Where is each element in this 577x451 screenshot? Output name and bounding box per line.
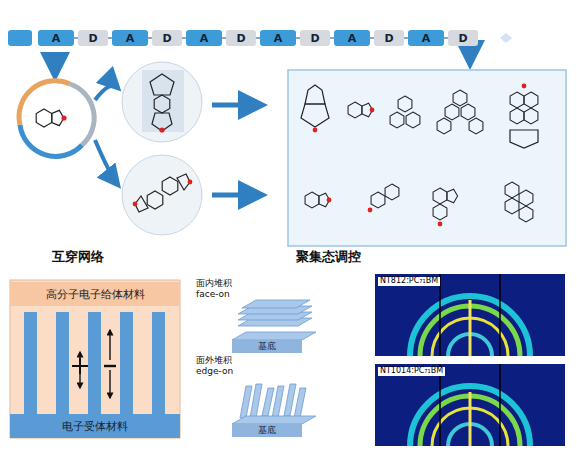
node-text: 高分子电子给体材料: [46, 289, 145, 300]
donor-unit: D: [448, 30, 478, 46]
node-text: D: [162, 33, 171, 44]
sample-label: NT1014:PC₇₁BM: [378, 367, 445, 376]
node-text: D: [384, 33, 393, 44]
face-on-stack: [232, 300, 316, 340]
sample-label: NT812:PC₇₁BM: [378, 277, 440, 286]
donor-unit: D: [152, 30, 182, 46]
core-ring: [19, 81, 94, 157]
node-text: A: [422, 33, 431, 44]
substrate: 基底: [232, 340, 302, 353]
node-text: D: [458, 33, 467, 44]
acceptor-unit: A: [112, 30, 148, 46]
node-text: 电子受体材料: [62, 421, 128, 432]
donor-unit: D: [300, 30, 330, 46]
acceptor-unit: A: [334, 30, 370, 46]
chain-lead: [8, 30, 32, 46]
curved-arrow: [95, 86, 118, 100]
acceptor-columns: [24, 312, 165, 416]
edge-on-stack: [232, 384, 316, 424]
acceptor-unit: A: [408, 30, 444, 46]
charge-arrows: [72, 330, 116, 398]
donor-unit: D: [78, 30, 108, 46]
imide-circle: [122, 62, 202, 142]
network-panel: [10, 280, 180, 438]
section-title: 互穿网络: [52, 250, 104, 264]
node-text: 基底: [258, 342, 276, 351]
fused-circle: [122, 155, 202, 235]
acceptor-structures: [301, 84, 538, 227]
right-arrow: [212, 103, 262, 108]
node-text: A: [52, 33, 61, 44]
packing-label: edge-on: [196, 367, 233, 377]
node-text: D: [236, 33, 245, 44]
right-arrow: [212, 193, 262, 198]
section-title: 聚集态调控: [296, 250, 361, 264]
acceptor-unit: A: [38, 30, 74, 46]
node-text: 基底: [258, 426, 276, 435]
structure-box: [288, 70, 566, 246]
chain-tail: [500, 33, 512, 43]
node-text: D: [88, 33, 97, 44]
node-text: D: [310, 33, 319, 44]
packing-label: 面外堆积: [196, 356, 232, 366]
giwaxs-image: [375, 364, 565, 446]
node-text: A: [126, 33, 135, 44]
acceptor-unit: A: [260, 30, 296, 46]
acceptor-band: 电子受体材料: [10, 414, 180, 438]
packing-label: 面内堆积: [196, 279, 232, 289]
donor-unit: D: [226, 30, 256, 46]
node-text: A: [274, 33, 283, 44]
down-arrow: [468, 52, 473, 64]
acceptor-unit: A: [186, 30, 222, 46]
node-text: A: [200, 33, 209, 44]
packing-label: face-on: [196, 290, 230, 300]
curved-arrow: [95, 140, 118, 185]
node-text: A: [348, 33, 357, 44]
giwaxs-image: [375, 274, 565, 356]
substrate: 基底: [232, 424, 302, 437]
down-arrow: [53, 52, 58, 76]
donor-band: 高分子电子给体材料: [10, 282, 180, 306]
donor-unit: D: [374, 30, 404, 46]
